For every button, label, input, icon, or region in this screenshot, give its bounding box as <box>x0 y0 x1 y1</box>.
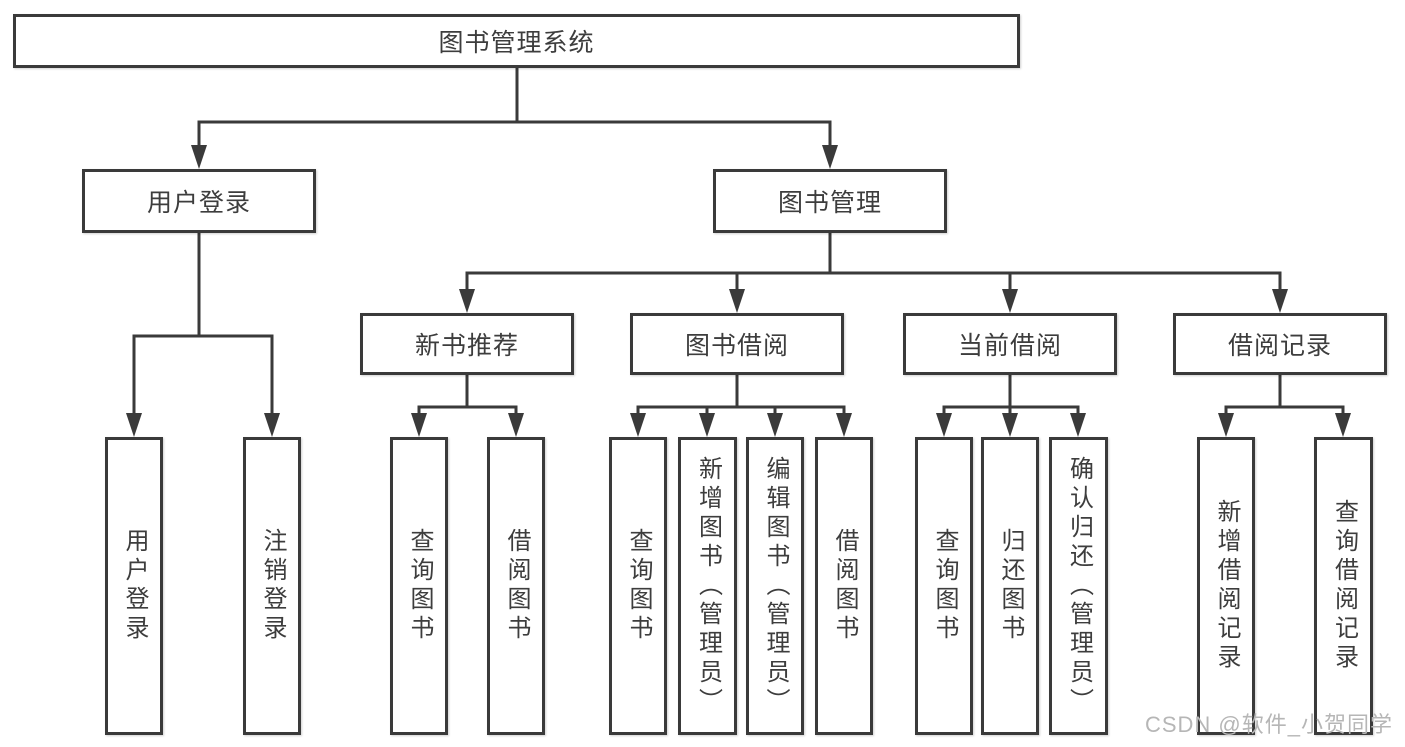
leaf-add-borrow-record-label: 新增借阅记录 <box>1213 499 1240 673</box>
leaf-add-books-admin-label: 新增图书（管理员） <box>694 455 722 717</box>
leaf-logout: 注销登录 <box>243 437 301 735</box>
node-book-borrowing: 图书借阅 <box>630 313 844 375</box>
leaf-query-books-borrowing: 查询图书 <box>609 437 667 735</box>
leaf-edit-books-admin: 编辑图书（管理员） <box>746 437 804 735</box>
leaf-user-login-label: 用户登录 <box>121 528 148 644</box>
leaf-query-books-borrowing-label: 查询图书 <box>625 528 652 644</box>
leaf-confirm-return-admin: 确认归还（管理员） <box>1049 437 1108 735</box>
node-book-management: 图书管理 <box>713 169 947 233</box>
leaf-query-books-current-label: 查询图书 <box>931 528 958 644</box>
leaf-query-borrow-record: 查询借阅记录 <box>1314 437 1373 735</box>
leaf-query-books-recommend: 查询图书 <box>390 437 448 735</box>
leaf-borrow-books-label: 借阅图书 <box>831 528 858 644</box>
csdn-watermark: CSDN @软件_小贺同学 <box>1144 712 1393 737</box>
leaf-logout-label: 注销登录 <box>259 528 286 644</box>
node-borrow-records: 借阅记录 <box>1173 313 1387 375</box>
leaf-query-books-recommend-label: 查询图书 <box>406 528 433 644</box>
leaf-return-books: 归还图书 <box>981 437 1039 735</box>
leaf-borrow-books-recommend-label: 借阅图书 <box>503 528 530 644</box>
leaf-query-borrow-record-label: 查询借阅记录 <box>1330 499 1358 673</box>
leaf-borrow-books: 借阅图书 <box>815 437 873 735</box>
node-current-borrowing: 当前借阅 <box>903 313 1117 375</box>
node-new-book-recommend: 新书推荐 <box>360 313 574 375</box>
node-user-login: 用户登录 <box>82 169 316 233</box>
leaf-return-books-label: 归还图书 <box>997 528 1024 644</box>
node-book-management-system: 图书管理系统 <box>13 14 1020 68</box>
leaf-add-borrow-record: 新增借阅记录 <box>1197 437 1255 735</box>
leaf-user-login: 用户登录 <box>105 437 163 735</box>
leaf-edit-books-admin-label: 编辑图书（管理员） <box>762 455 789 717</box>
leaf-add-books-admin: 新增图书（管理员） <box>678 437 737 735</box>
leaf-borrow-books-recommend: 借阅图书 <box>487 437 545 735</box>
leaf-confirm-return-admin-label: 确认归还（管理员） <box>1065 455 1093 717</box>
leaf-query-books-current: 查询图书 <box>915 437 973 735</box>
